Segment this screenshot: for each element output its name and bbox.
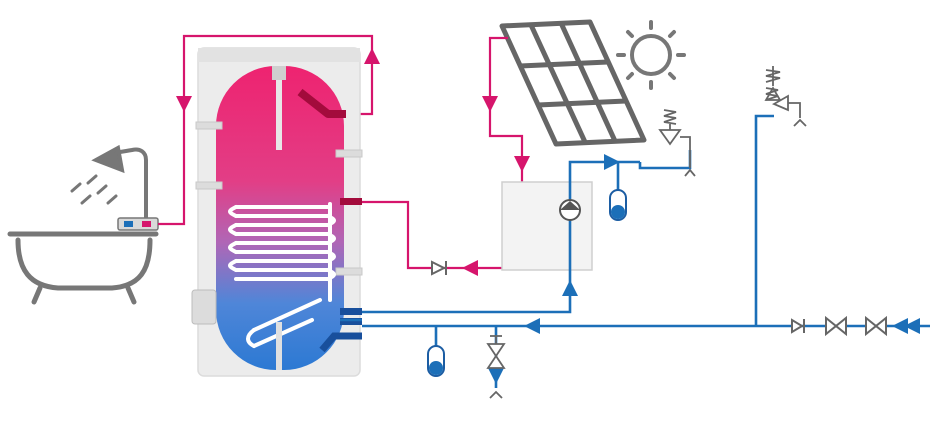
cold-water-main xyxy=(340,114,930,388)
safety-valve-icon xyxy=(486,335,506,399)
solar-flow-pipe xyxy=(362,36,524,270)
shower-head-icon xyxy=(70,144,148,220)
expansion-vessel-icon xyxy=(427,345,445,377)
solar-collector-icon xyxy=(499,19,647,147)
bathtub-icon xyxy=(7,231,159,305)
sun-icon xyxy=(616,20,686,90)
hot-water-storage-tank-icon xyxy=(191,47,363,377)
expansion-vessel-icon xyxy=(609,189,627,221)
check-valve-icon xyxy=(431,260,447,276)
mixing-valve-icon xyxy=(117,217,159,231)
gate-valve-icon xyxy=(791,315,887,337)
safety-valve-icon xyxy=(658,109,696,177)
safety-valve-icon xyxy=(764,66,807,127)
pump-station xyxy=(501,181,593,271)
circulation-pump-icon xyxy=(559,199,581,221)
heat-exchanger-coil-icon xyxy=(228,202,336,348)
hot-supply-pipe xyxy=(158,34,374,226)
